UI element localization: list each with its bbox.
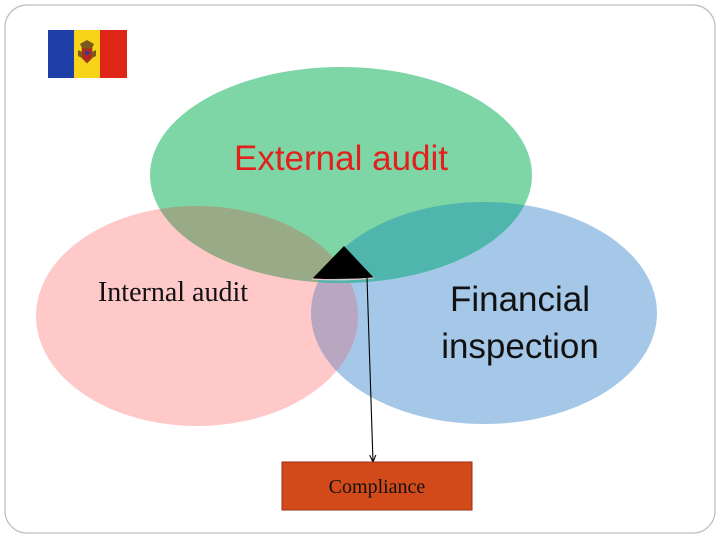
- financial-inspection-label-line2: inspection: [441, 327, 599, 366]
- compliance-box: Compliance: [281, 461, 473, 511]
- compliance-label: Compliance: [329, 476, 426, 498]
- financial-inspection-label-line1: Financial: [450, 280, 590, 319]
- external-financial-overlap: [311, 202, 532, 283]
- moldova-flag-icon: [48, 30, 127, 78]
- compliance-arrow: [366, 277, 373, 462]
- external-internal-overlap: [150, 206, 358, 283]
- external-audit-label: External audit: [234, 139, 448, 178]
- coat-of-arms-icon: [78, 40, 96, 64]
- center-intersection-triangle: [312, 246, 374, 279]
- internal-audit-label: Internal audit: [98, 277, 248, 308]
